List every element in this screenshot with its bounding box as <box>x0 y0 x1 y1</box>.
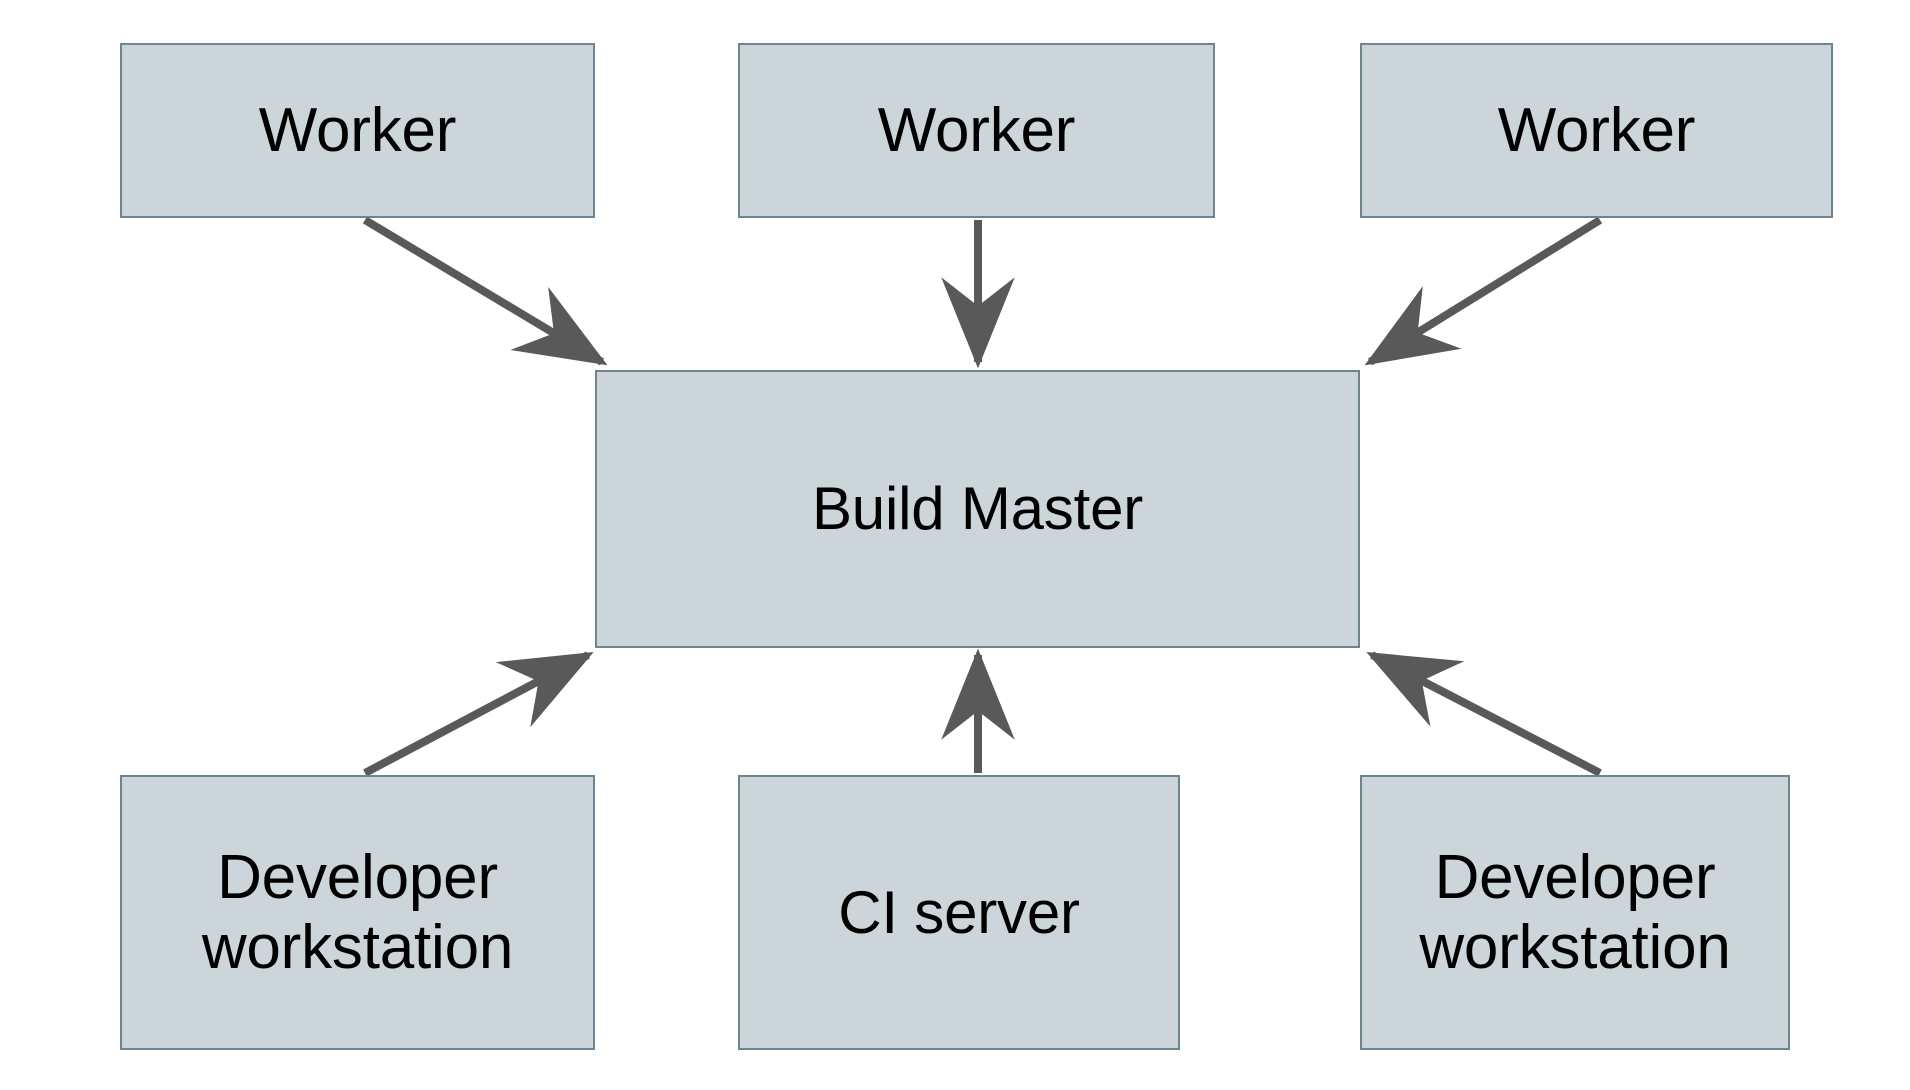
node-build-master[interactable]: Build Master <box>595 370 1360 648</box>
node-worker-3-label: Worker <box>1497 95 1696 165</box>
edge-worker-1-to-build-master <box>362 216 608 366</box>
node-developer-workstation-right[interactable]: Developer workstation <box>1360 775 1790 1050</box>
node-worker-1[interactable]: Worker <box>120 43 595 218</box>
edge-dev-right-to-build-master <box>1366 651 1602 777</box>
node-developer-workstation-left-label: Developer workstation <box>201 843 514 982</box>
node-ci-server-label: CI server <box>838 878 1080 946</box>
edge-dev-left-to-build-master <box>363 651 594 777</box>
node-worker-2-label: Worker <box>877 95 1076 165</box>
node-developer-workstation-left[interactable]: Developer workstation <box>120 775 595 1050</box>
node-developer-workstation-right-label: Developer workstation <box>1419 843 1731 982</box>
node-build-master-label: Build Master <box>811 475 1144 543</box>
node-worker-1-label: Worker <box>258 95 457 165</box>
edge-worker-3-to-build-master <box>1364 216 1603 366</box>
node-worker-3[interactable]: Worker <box>1360 43 1833 218</box>
node-worker-2[interactable]: Worker <box>738 43 1215 218</box>
node-ci-server[interactable]: CI server <box>738 775 1180 1050</box>
